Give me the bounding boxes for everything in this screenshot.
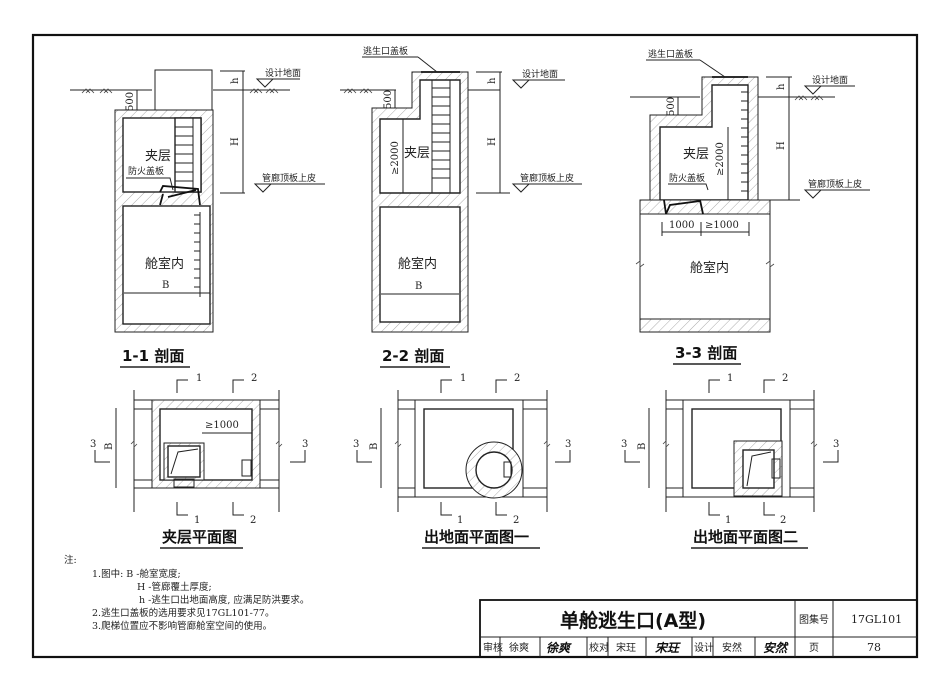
note-item: 3.爬梯位置应不影响管廊舱室空间的使用。 bbox=[92, 620, 272, 632]
dim-h: h bbox=[487, 77, 498, 84]
design-ground-label: 设计地面 bbox=[812, 74, 848, 86]
view-title: 2-2 剖面 bbox=[382, 347, 444, 365]
cabin-label: 舱室内 bbox=[145, 256, 184, 272]
dim-ge1000: ≥1000 bbox=[705, 220, 739, 231]
cut-mark-2: 2 bbox=[513, 515, 519, 526]
design-label: 设计 bbox=[694, 641, 714, 654]
dim-b-label: B bbox=[415, 281, 422, 292]
cabin-ladder bbox=[194, 212, 201, 297]
escape-cover-label: 逃生口盖板 bbox=[648, 48, 693, 60]
dim-ge1000: ≥1000 bbox=[205, 420, 239, 431]
note-item: 2.逃生口盖板的选用要求见17GL101-77。 bbox=[92, 607, 274, 619]
cut-mark-2: 2 bbox=[251, 373, 257, 384]
notes: 注: 1.图中: B -舱室宽度; H -管廊覆土厚度; h -逃生口出地面高度… bbox=[64, 554, 309, 632]
dim-ge2000: ≥2000 bbox=[390, 141, 401, 175]
dim-500: 500 bbox=[383, 90, 394, 109]
note-item: H -管廊覆土厚度; bbox=[137, 581, 212, 593]
cut-mark-3: 3 bbox=[90, 439, 96, 450]
review-label: 审核 bbox=[483, 641, 503, 654]
cut-mark-3: 3 bbox=[621, 439, 627, 450]
roof-top-label: 管廊顶板上皮 bbox=[262, 172, 316, 184]
page-label: 页 bbox=[809, 642, 819, 654]
page-number: 78 bbox=[867, 641, 881, 654]
mezzanine-label: 夹层 bbox=[145, 149, 171, 164]
escape-cover-label: 逃生口盖板 bbox=[363, 45, 408, 57]
cut-mark-3: 3 bbox=[565, 439, 571, 450]
dim-b-label: B bbox=[104, 443, 115, 450]
section-1-1: B 夹层 防火盖板 舱室内 500 h H 设计地面 管廊顶板上皮 1-1 剖面 bbox=[70, 67, 325, 368]
atlas-number: 17GL101 bbox=[851, 613, 902, 626]
dim-H: H bbox=[776, 141, 787, 150]
dim-h: h bbox=[776, 83, 787, 90]
checker-signature: 宋玨 bbox=[655, 641, 681, 655]
cut-mark-1: 1 bbox=[460, 373, 466, 384]
dim-b-label: B bbox=[162, 280, 169, 291]
cabin-label: 舱室内 bbox=[690, 260, 729, 276]
fire-cover-plate bbox=[159, 185, 201, 206]
mezzanine-label: 夹层 bbox=[404, 146, 430, 161]
cut-mark-2: 2 bbox=[250, 515, 256, 526]
plan-mezzanine: ≥1000 B 1 2 1 2 3 3 夹层平面图 bbox=[90, 373, 308, 549]
roof-top-label: 管廊顶板上皮 bbox=[808, 178, 862, 190]
section-3-3: 防火盖板 夹层 ≥2000 500 1000 ≥1000 舱室内 逃生口盖板 h… bbox=[630, 48, 870, 365]
section-2-2: B 舱室内 夹层 ≥2000 500 逃生口盖板 h H 设计地面 管廊顶板上皮… bbox=[340, 45, 582, 368]
cabin-label: 舱室内 bbox=[398, 256, 437, 272]
cut-mark-3: 3 bbox=[833, 439, 839, 450]
design-ground-label: 设计地面 bbox=[522, 68, 558, 80]
fire-cover-plate bbox=[663, 199, 704, 215]
ladder-rungs bbox=[741, 85, 749, 197]
plan-exit-2: B 1 2 1 2 3 3 出地面平面图二 bbox=[621, 373, 839, 549]
cut-mark-1: 1 bbox=[196, 373, 202, 384]
cut-mark-1: 1 bbox=[725, 515, 731, 526]
title-block: 单舱逃生口(A型) 图集号 17GL101 审核 徐爽 徐爽 校对 宋玨 宋玨 … bbox=[479, 599, 918, 658]
dim-b-label: B bbox=[369, 443, 380, 450]
dim-ge2000: ≥2000 bbox=[715, 142, 726, 176]
plan-exit-1: B 1 2 1 2 3 3 出地面平面图一 bbox=[353, 373, 571, 549]
note-item: h -逃生口出地面高度, 应满足防洪要求。 bbox=[139, 594, 309, 606]
fire-cover-label: 防火盖板 bbox=[128, 165, 164, 177]
sheet-frame bbox=[31, 33, 919, 659]
note-item: 1.图中: B -舱室宽度; bbox=[92, 568, 181, 580]
cut-mark-3: 3 bbox=[302, 439, 308, 450]
dim-H: H bbox=[230, 137, 241, 146]
dim-500: 500 bbox=[666, 97, 677, 116]
view-title: 3-3 剖面 bbox=[675, 344, 737, 362]
designer-name: 安然 bbox=[722, 641, 742, 654]
cut-mark-2: 2 bbox=[780, 515, 786, 526]
ladder-rungs bbox=[432, 87, 450, 179]
reviewer-name: 徐爽 bbox=[509, 641, 529, 654]
check-label: 校对 bbox=[589, 641, 609, 654]
dim-H: H bbox=[487, 137, 498, 146]
reviewer-signature: 徐爽 bbox=[546, 641, 572, 655]
cut-mark-2: 2 bbox=[514, 373, 520, 384]
sheet-title: 单舱逃生口(A型) bbox=[560, 609, 706, 632]
cut-mark-1: 1 bbox=[727, 373, 733, 384]
roof-top-label: 管廊顶板上皮 bbox=[520, 172, 574, 184]
mezzanine-label: 夹层 bbox=[683, 147, 709, 162]
cut-mark-2: 2 bbox=[782, 373, 788, 384]
view-title: 出地面平面图二 bbox=[693, 528, 798, 546]
cut-mark-3: 3 bbox=[353, 439, 359, 450]
soil-symbol bbox=[81, 88, 279, 94]
fire-cover-label: 防火盖板 bbox=[669, 172, 705, 184]
designer-signature: 安然 bbox=[763, 641, 789, 655]
view-title: 夹层平面图 bbox=[162, 528, 237, 546]
atlas-label: 图集号 bbox=[799, 613, 829, 626]
dim-500: 500 bbox=[125, 92, 136, 111]
view-title: 1-1 剖面 bbox=[122, 347, 184, 365]
cut-mark-1: 1 bbox=[194, 515, 200, 526]
dim-1000: 1000 bbox=[669, 220, 694, 231]
checker-name: 宋玨 bbox=[616, 641, 636, 654]
dim-h: h bbox=[230, 77, 241, 84]
view-title: 出地面平面图一 bbox=[424, 528, 529, 546]
dim-b-label: B bbox=[637, 443, 648, 450]
notes-heading: 注: bbox=[64, 554, 77, 566]
design-ground-label: 设计地面 bbox=[265, 67, 301, 79]
cut-mark-1: 1 bbox=[457, 515, 463, 526]
ladder-rungs bbox=[174, 118, 194, 192]
